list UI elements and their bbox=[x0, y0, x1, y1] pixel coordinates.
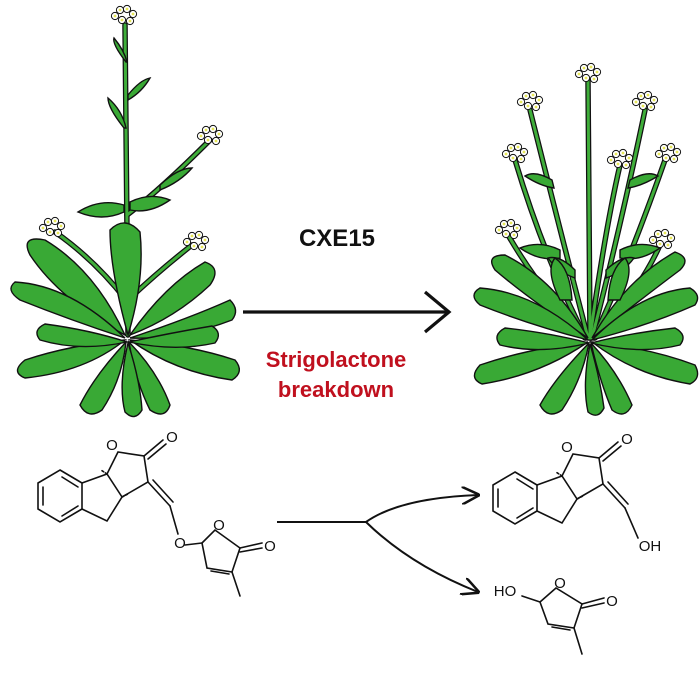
product-abc-enol: O O OH bbox=[492, 431, 662, 555]
strigolactone-structure: O O O O O bbox=[37, 429, 276, 597]
atom-p1-carbonyl-o: O bbox=[621, 431, 633, 448]
atom-butenolide-o: O bbox=[213, 517, 225, 534]
product-hydroxy-butenolide: HO O O bbox=[494, 575, 618, 655]
enzyme-label: CXE15 bbox=[299, 225, 375, 252]
left-rosette bbox=[10, 222, 240, 418]
right-rosette bbox=[473, 251, 699, 416]
atom-p2-ring-o: O bbox=[554, 575, 566, 592]
atom-lactone-o: O bbox=[106, 437, 118, 454]
process-label-line2: breakdown bbox=[278, 377, 394, 402]
reaction-arrow bbox=[243, 290, 452, 334]
atom-p1-hydroxyl: OH bbox=[639, 538, 662, 555]
atom-p1-lactone-o: O bbox=[561, 439, 573, 456]
atom-p2-carbonyl-o: O bbox=[606, 593, 618, 610]
atom-butenolide-carbonyl-o: O bbox=[264, 538, 276, 555]
atom-ether-o: O bbox=[174, 535, 186, 552]
atom-p2-hydroxyl: HO bbox=[494, 583, 517, 600]
atom-carbonyl-o: O bbox=[166, 429, 178, 446]
left-plant bbox=[10, 5, 240, 418]
branching-arrow bbox=[277, 495, 478, 592]
right-plant bbox=[473, 63, 699, 416]
process-label-line1: Strigolactone bbox=[266, 347, 407, 372]
